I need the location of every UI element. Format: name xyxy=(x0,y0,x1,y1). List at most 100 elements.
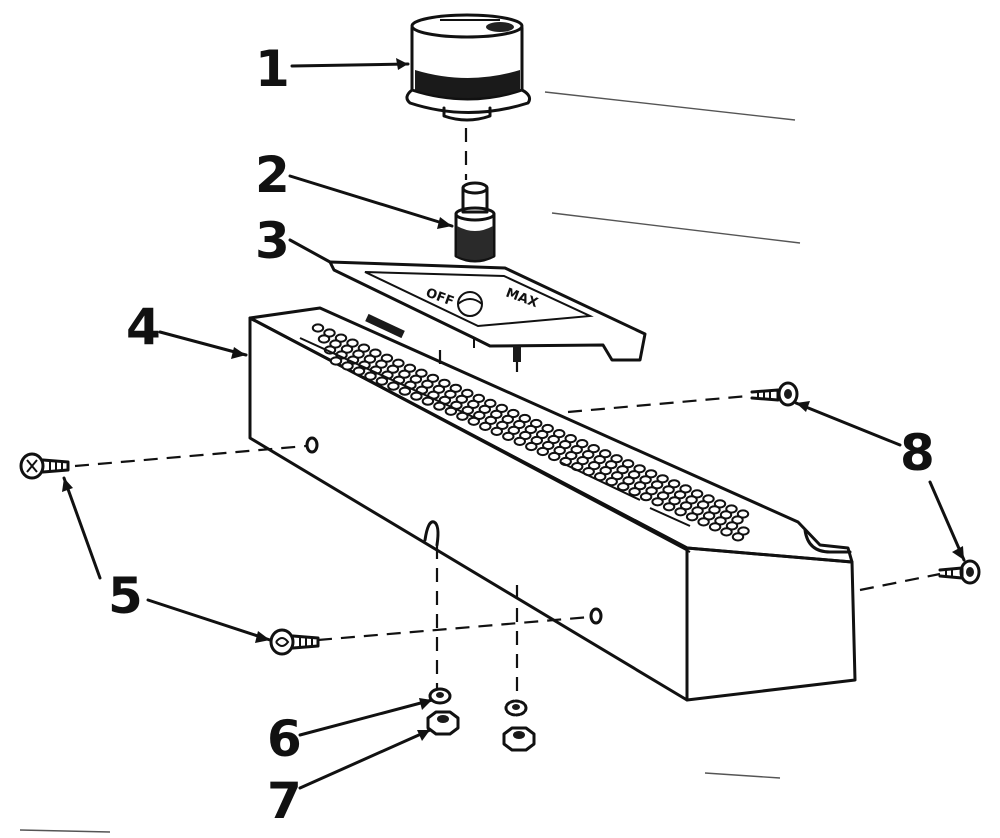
vent-hole xyxy=(421,396,435,406)
vent-hole xyxy=(627,470,641,480)
vent-hole xyxy=(621,459,635,469)
vent-hole xyxy=(713,499,727,509)
vent-hole xyxy=(386,364,400,374)
vent-hole xyxy=(685,495,698,505)
vent-hole xyxy=(375,376,389,386)
vent-hole xyxy=(593,455,606,465)
vent-hole xyxy=(667,479,681,489)
vent-hole xyxy=(691,506,704,516)
vent-hole xyxy=(548,451,561,462)
vent-hole xyxy=(674,507,687,517)
vent-hole xyxy=(570,445,583,455)
vent-hole xyxy=(633,481,647,491)
screw-right-lower xyxy=(938,559,981,585)
vent-hole xyxy=(547,434,560,445)
vent-hole xyxy=(410,391,423,401)
scan-artifacts xyxy=(19,91,801,833)
vent-hole xyxy=(651,497,664,507)
vent-hole xyxy=(490,409,503,419)
vent-hole xyxy=(369,348,382,358)
vent-hole xyxy=(323,328,336,338)
vent-hole xyxy=(542,440,555,451)
vent-hole xyxy=(673,490,687,500)
alignment-lines xyxy=(74,128,941,695)
leader-lines xyxy=(62,58,966,790)
vent-hole xyxy=(714,516,727,526)
vent-hole xyxy=(340,344,354,354)
vent-hole xyxy=(708,505,721,515)
vent-hole xyxy=(346,338,359,348)
vent-hole xyxy=(662,502,676,512)
vent-hole xyxy=(644,469,658,479)
vent-hole xyxy=(541,423,554,434)
vent-hole xyxy=(605,460,618,470)
vent-hole xyxy=(696,500,710,510)
vent-hole xyxy=(679,501,693,511)
callout-5: 5 xyxy=(108,567,143,625)
callout-3: 3 xyxy=(255,212,290,270)
vent-hole xyxy=(736,509,750,519)
vent-hole xyxy=(639,492,653,502)
vent-hole xyxy=(364,371,377,381)
vent-hole xyxy=(697,517,710,527)
screw-left-lower xyxy=(269,628,320,656)
vent-hole xyxy=(616,465,629,475)
vent-hole xyxy=(690,489,704,499)
vent-hole xyxy=(479,421,492,431)
vent-hole xyxy=(731,532,745,542)
vent-hole xyxy=(633,464,646,474)
vent-hole xyxy=(679,484,692,494)
lock-washer-left xyxy=(428,687,452,705)
shaft-part xyxy=(454,181,496,263)
vent-hole xyxy=(518,413,531,424)
vent-hole xyxy=(656,474,669,484)
vent-hole xyxy=(605,477,618,487)
vent-hole xyxy=(530,418,543,429)
vent-hole xyxy=(490,426,503,436)
vent-hole xyxy=(588,461,601,471)
vent-hole xyxy=(311,323,325,333)
housing-part xyxy=(248,306,857,702)
vent-hole xyxy=(501,414,514,424)
vent-hole xyxy=(599,466,612,476)
vent-hole xyxy=(737,526,750,536)
vent-hole xyxy=(357,343,371,353)
vent-hole xyxy=(702,511,716,521)
vent-hole xyxy=(415,368,428,378)
vent-hole xyxy=(553,429,566,439)
vent-hole xyxy=(702,494,715,504)
vent-hole xyxy=(656,491,670,501)
nut-right xyxy=(502,726,536,752)
vent-hole xyxy=(352,349,365,359)
vent-hole xyxy=(478,404,491,414)
callout-8: 8 xyxy=(900,424,935,482)
vent-hole xyxy=(725,521,739,531)
knob-part xyxy=(405,13,531,122)
vent-hole xyxy=(662,485,675,495)
vent-hole xyxy=(507,425,520,435)
vent-hole xyxy=(622,476,635,486)
lock-washer-right xyxy=(504,699,528,717)
vent-hole xyxy=(461,388,474,398)
vent-hole xyxy=(611,471,624,481)
vent-hole xyxy=(317,334,331,344)
vent-hole xyxy=(639,475,652,485)
vent-hole xyxy=(524,424,537,435)
vent-hole xyxy=(685,512,699,522)
nut-left xyxy=(426,710,460,736)
vent-hole xyxy=(725,504,738,514)
screw-left-upper xyxy=(19,452,70,480)
callout-1: 1 xyxy=(255,40,290,98)
vent-hole xyxy=(329,356,343,366)
vent-hole xyxy=(610,454,623,464)
vent-hole xyxy=(553,445,566,456)
vent-hole xyxy=(449,383,462,393)
svg-text:OFF: OFF xyxy=(424,286,456,310)
vent-hole xyxy=(587,444,600,454)
vent-hole xyxy=(599,449,612,459)
vent-grille xyxy=(311,323,750,542)
callout-6: 6 xyxy=(267,710,302,768)
vent-hole xyxy=(334,333,348,343)
vent-hole xyxy=(352,366,366,376)
